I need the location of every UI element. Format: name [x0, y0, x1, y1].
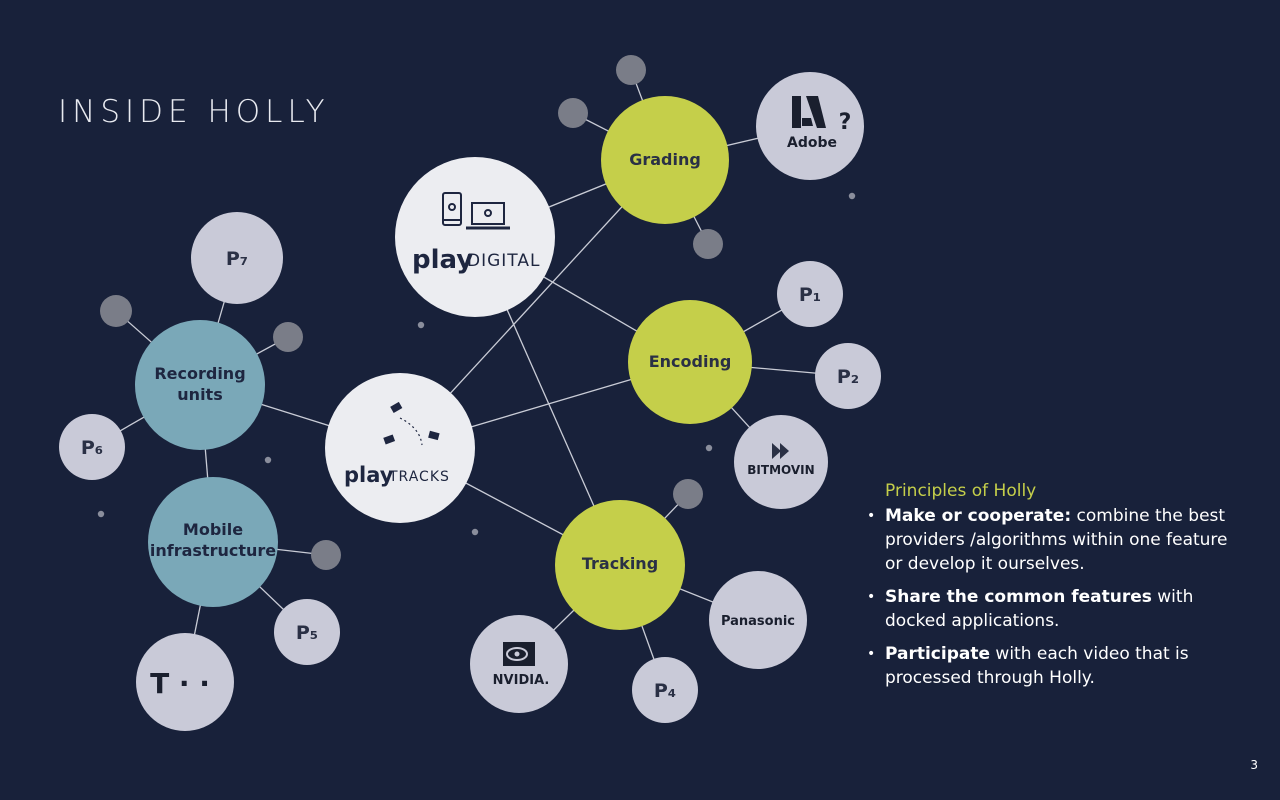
satellite-node [558, 98, 588, 128]
satellite-node [693, 229, 723, 259]
feature-node-mobile-infrastructure: Mobile infrastructure [148, 477, 278, 607]
principle-bold: Make or cooperate: [885, 506, 1072, 526]
provider-node-telekom: T · · [136, 633, 234, 731]
p6-label: P₆ [81, 437, 103, 459]
p5-label: P₅ [296, 622, 318, 644]
feature-node-grading: Grading [601, 96, 729, 224]
p1-label: P₁ [799, 284, 821, 306]
satellite-node [673, 479, 703, 509]
provider-node-bitmovin: BITMOVIN [734, 415, 828, 509]
principle-bold: Share the common features [885, 587, 1152, 607]
telekom-logo: T · · [150, 667, 210, 700]
decorative-dots [97, 192, 856, 536]
feature-node-encoding: Encoding [628, 300, 752, 424]
satellite-node [273, 322, 303, 352]
satellite-node [616, 55, 646, 85]
bitmovin-label: BITMOVIN [747, 463, 814, 477]
nvidia-logo-icon [503, 642, 535, 666]
page-number: 3 [1250, 758, 1258, 772]
devices-icon [442, 192, 510, 230]
satellite-node [100, 295, 132, 327]
principle-text: with each video that is processed throug… [885, 644, 1189, 688]
adobe-question-mark: ? [839, 110, 852, 135]
feature-node-recording-units: Recording units [135, 320, 265, 450]
panasonic-label: Panasonic [721, 614, 795, 629]
play-tracks-word: play [344, 463, 394, 487]
provider-node-p4: P₄ [632, 657, 698, 723]
principle-bold: Participate [885, 644, 991, 664]
p7-label: P₇ [226, 248, 248, 270]
principle-text: combine the best providers /algorithms w… [885, 506, 1228, 574]
provider-node-nvidia: NVIDIA. [470, 615, 568, 713]
principles-list: Make or cooperate: combine the best prov… [867, 504, 1247, 690]
provider-node-p7: P₇ [191, 212, 283, 304]
nvidia-label: NVIDIA. [493, 673, 550, 688]
provider-node-p1: P₁ [777, 261, 843, 327]
principles-heading: Principles of Holly [885, 481, 1037, 501]
provider-node-p6: P₆ [59, 414, 125, 480]
mobile-infra-label-line2: infrastructure [150, 541, 276, 560]
camera-icon [383, 401, 440, 446]
provider-node-panasonic: Panasonic [709, 571, 807, 669]
provider-node-p5: P₅ [274, 599, 340, 665]
provider-node-adobe: Adobe ? [756, 72, 864, 180]
principles-panel: Principles of Holly Make or cooperate: c… [867, 479, 1247, 699]
recording-units-label-line2: units [177, 385, 222, 404]
recording-units-label-line1: Recording [154, 364, 245, 383]
tracking-label: Tracking [582, 554, 658, 573]
principle-item: Make or cooperate: combine the best prov… [867, 504, 1247, 576]
adobe-label: Adobe [787, 135, 837, 151]
bitmovin-logo-icon [772, 443, 789, 459]
play-tracks-suffix: TRACKS [388, 469, 450, 485]
play-digital-word: play [412, 245, 473, 275]
principle-text: with docked applications. [885, 587, 1194, 631]
grading-label: Grading [629, 150, 701, 169]
hub-node-play-digital: play DIGITAL [395, 157, 555, 317]
mobile-infra-label-line1: Mobile [183, 520, 243, 539]
play-digital-suffix: DIGITAL [467, 251, 540, 271]
satellite-node [311, 540, 341, 570]
adobe-logo-icon [792, 96, 826, 128]
p4-label: P₄ [654, 680, 676, 702]
hub-node-play-tracks: play TRACKS [325, 373, 475, 523]
principle-item: Participate with each video that is proc… [867, 642, 1247, 690]
encoding-label: Encoding [649, 352, 732, 371]
principle-item: Share the common features with docked ap… [867, 585, 1247, 633]
p2-label: P₂ [837, 366, 859, 388]
slide-title: INSIDE HOLLY [58, 94, 330, 130]
feature-node-tracking: Tracking [555, 500, 685, 630]
provider-node-p2: P₂ [815, 343, 881, 409]
